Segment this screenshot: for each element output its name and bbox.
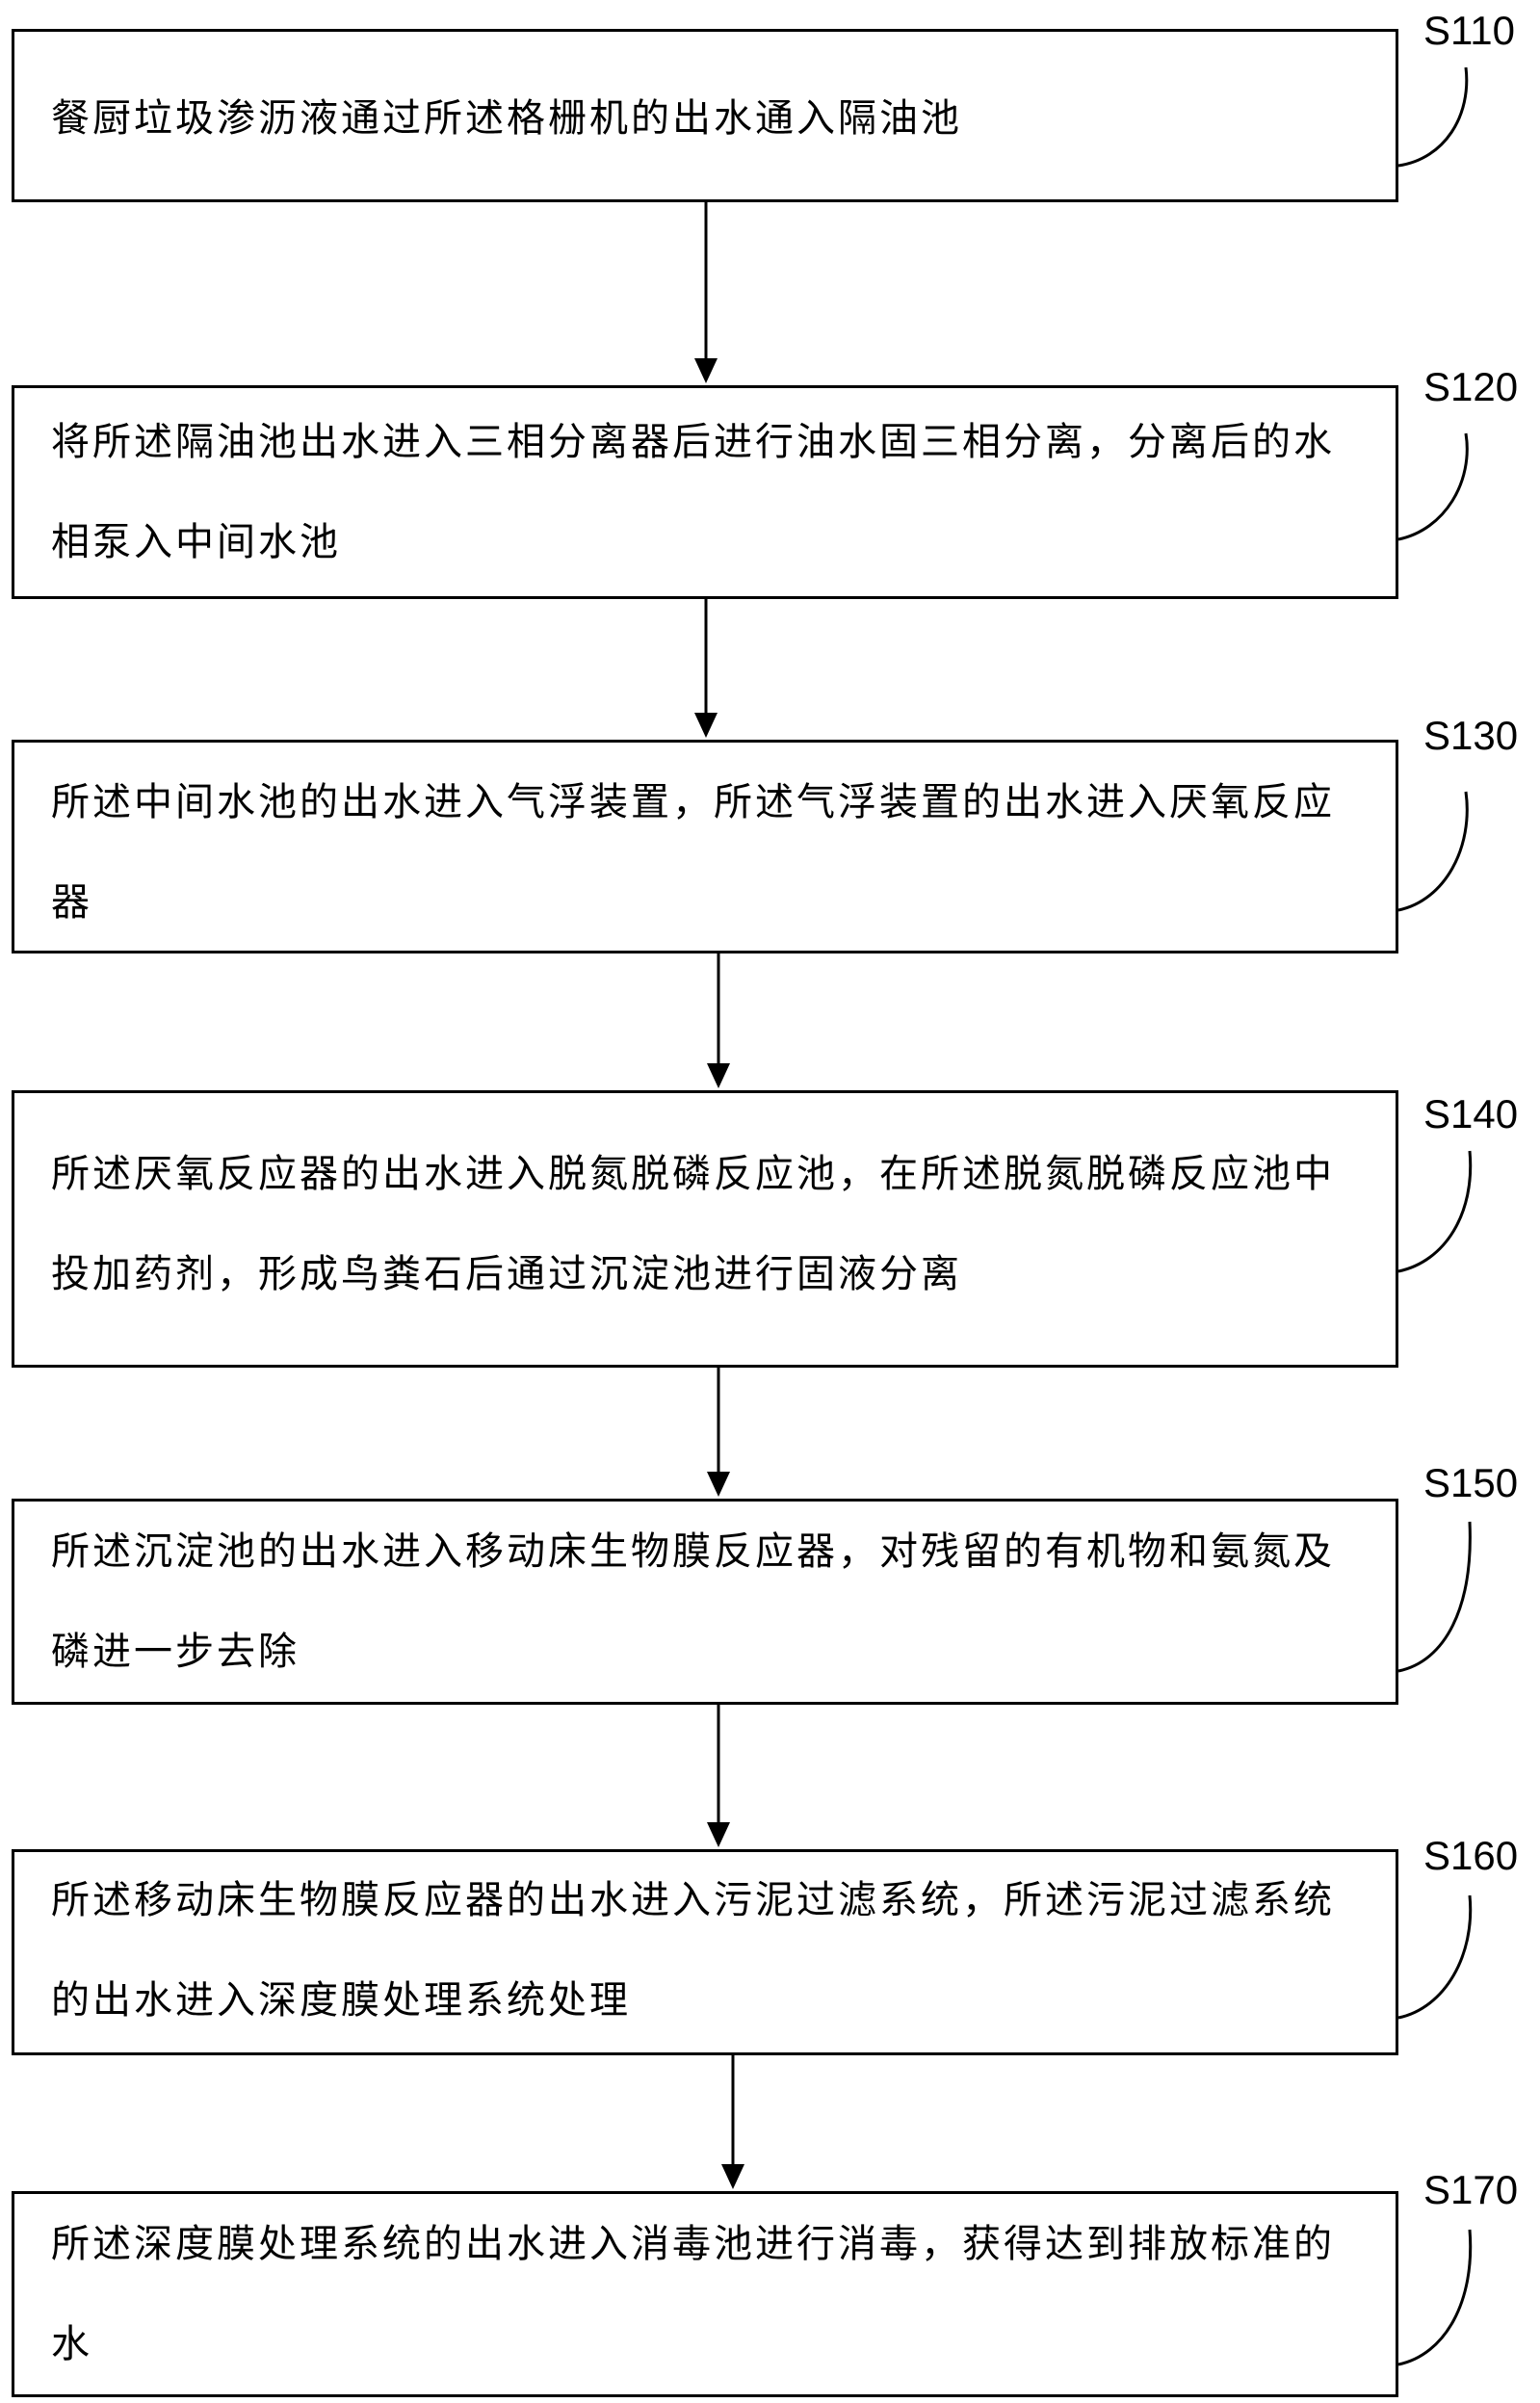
step-text-s110: 餐厨垃圾渗沥液通过所述格栅机的出水通入隔油池 [51,96,962,141]
step-text-s150: 所述沉淀池的出水进入移动床生物膜反应器，对残留的有机物和氨氮及磷进一步去除 [51,1529,1335,1674]
arrow-head-2 [694,713,718,738]
arrow-head-4 [707,1472,730,1497]
step-box-s160: 所述移动床生物膜反应器的出水进入污泥过滤系统，所述污泥过滤系统的出水进入深度膜处… [12,1849,1398,2055]
arrow-head-6 [721,2164,744,2189]
step-label-s150: S150 [1423,1460,1519,1505]
step-label-s120: S120 [1423,364,1519,409]
step-box-s170: 所述深度膜处理系统的出水进入消毒池进行消毒，获得达到排放标准的水 [12,2191,1398,2397]
step-box-s110: 餐厨垃圾渗沥液通过所述格栅机的出水通入隔油池 [12,29,1398,202]
leader-s120 [1397,432,1469,541]
step-box-s130: 所述中间水池的出水进入气浮装置，所述气浮装置的出水进入厌氧反应器 [12,740,1398,953]
step-box-s120: 将所述隔油池出水进入三相分离器后进行油水固三相分离，分离后的水相泵入中间水池 [12,385,1398,599]
step-label-s140: S140 [1423,1091,1519,1136]
leader-s150 [1397,1521,1472,1673]
step-label-s110: S110 [1423,8,1515,53]
step-text-s170: 所述深度膜处理系统的出水进入消毒池进行消毒，获得达到排放标准的水 [51,2222,1335,2366]
step-label-s170: S170 [1423,2167,1519,2212]
step-text-s140: 所述厌氧反应器的出水进入脱氮脱磷反应池，在所述脱氮脱磷反应池中投加药剂，形成鸟粪… [51,1152,1335,1296]
step-box-s150: 所述沉淀池的出水进入移动床生物膜反应器，对残留的有机物和氨氮及磷进一步去除 [12,1499,1398,1705]
leader-s130 [1397,791,1469,912]
leader-s140 [1397,1150,1473,1273]
leader-s160 [1397,1894,1473,2020]
arrow-head-3 [707,1063,730,1088]
step-text-s160: 所述移动床生物膜反应器的出水进入污泥过滤系统，所述污泥过滤系统的出水进入深度膜处… [51,1878,1335,2023]
step-text-s120: 将所述隔油池出水进入三相分离器后进行油水固三相分离，分离后的水相泵入中间水池 [51,420,1335,564]
leader-s110 [1397,66,1469,168]
leader-s170 [1397,2229,1473,2366]
arrow-head-5 [707,1822,730,1847]
arrow-head-1 [694,358,718,383]
step-label-s160: S160 [1423,1833,1519,1878]
step-text-s130: 所述中间水池的出水进入气浮装置，所述气浮装置的出水进入厌氧反应器 [51,780,1335,925]
step-box-s140: 所述厌氧反应器的出水进入脱氮脱磷反应池，在所述脱氮脱磷反应池中投加药剂，形成鸟粪… [12,1090,1398,1368]
step-label-s130: S130 [1423,713,1519,758]
